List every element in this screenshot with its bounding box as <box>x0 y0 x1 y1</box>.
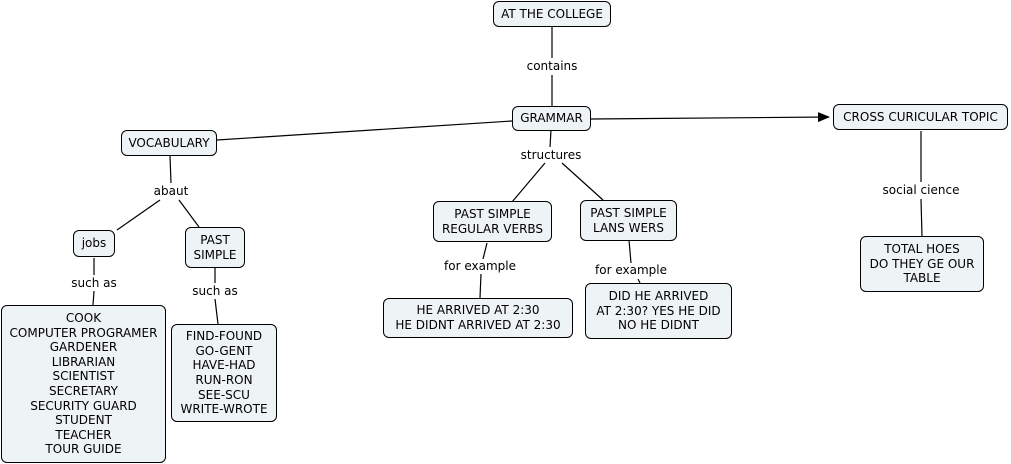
label-abaut: abaut <box>151 184 191 198</box>
list-item: FIND-FOUND <box>185 329 263 344</box>
node-text: TABLE <box>903 271 941 286</box>
link-structures-lans <box>561 162 604 201</box>
list-item: GO-GENT <box>195 343 253 358</box>
label-such-as-verbs: such as <box>190 284 240 298</box>
node-text: GRAMMAR <box>520 111 583 126</box>
node-text: LANS WERS <box>593 220 664 235</box>
list-item: SEE-SCU <box>198 387 250 402</box>
list-item: STUDENT <box>55 413 112 428</box>
link-socialcience-totalhoes <box>920 198 923 237</box>
link-grammar-structures <box>549 129 552 148</box>
node-text: VOCABULARY <box>128 135 210 150</box>
node-verbs-list[interactable]: FIND-FOUND GO-GENT HAVE-HAD RUN-RON SEE-… <box>171 324 277 422</box>
node-text: AT THE COLLEGE <box>501 6 603 21</box>
node-did-he-arrived[interactable]: DID HE ARRIVED AT 2:30? YES HE DID NO HE… <box>585 283 732 339</box>
node-text: PAST SIMPLE <box>454 206 531 221</box>
list-item: LIBRARIAN <box>51 354 116 369</box>
node-jobs[interactable]: jobs <box>73 230 115 257</box>
list-item: SCIENTIST <box>52 369 115 384</box>
label-such-as-jobs: such as <box>69 276 119 290</box>
link-grammar-cross-curicular <box>590 112 830 123</box>
list-item: GARDENER <box>49 340 118 355</box>
list-item: COOK <box>65 311 102 326</box>
node-grammar[interactable]: GRAMMAR <box>512 106 591 131</box>
link-suchas-verbslist <box>214 298 219 325</box>
node-text: AT 2:30? YES HE DID <box>596 303 721 318</box>
node-past-simple[interactable]: PAST SIMPLE <box>185 227 245 268</box>
node-text: NO HE DIDNT <box>618 318 699 333</box>
link-grammar-vocabulary <box>216 120 513 141</box>
link-forexample-hearrived <box>479 273 482 299</box>
node-text: REGULAR VERBS <box>441 221 544 236</box>
link-abaut-pastsimple <box>178 199 200 228</box>
link-suchas-jobslist <box>92 290 95 306</box>
node-text: jobs <box>81 236 107 251</box>
list-item: SECRETARY <box>48 384 118 398</box>
link-vocabulary-abaut <box>169 155 172 184</box>
label-contains: contains <box>524 59 580 73</box>
node-text: DO THEY GE OUR <box>869 256 975 271</box>
node-text: TOTAL HOES <box>884 242 960 257</box>
list-item: COMPUTER PROGRAMER <box>9 325 158 340</box>
list-item: TOUR GUIDE <box>45 442 122 457</box>
label-for-example-regular: for example <box>442 259 518 273</box>
link-forexample-didhe <box>637 278 641 284</box>
node-total-hoes[interactable]: TOTAL HOES DO THEY GE OUR TABLE <box>860 236 984 292</box>
node-past-simple-lans-wers[interactable]: PAST SIMPLE LANS WERS <box>580 200 677 241</box>
list-item: SECURITY GUARD <box>30 398 137 413</box>
node-vocabulary[interactable]: VOCABULARY <box>121 130 217 156</box>
label-social-cience: social cience <box>880 183 962 197</box>
link-lans-forexample <box>628 239 632 264</box>
node-text: HE DIDNT ARRIVED AT 2:30 <box>395 318 561 332</box>
node-text: CROSS CURICULAR TOPIC <box>843 109 998 124</box>
node-at-the-college[interactable]: AT THE COLLEGE <box>493 1 611 27</box>
list-item: RUN-RON <box>195 373 253 387</box>
node-text: DID HE ARRIVED <box>608 289 709 304</box>
node-past-simple-regular-verbs[interactable]: PAST SIMPLE REGULAR VERBS <box>433 201 552 242</box>
node-text: PAST <box>200 232 230 247</box>
node-he-arrived[interactable]: HE ARRIVED AT 2:30 HE DIDNT ARRIVED AT 2… <box>383 298 573 338</box>
label-structures: structures <box>518 148 584 162</box>
list-item: WRITE-WROTE <box>180 402 268 417</box>
node-text: PAST SIMPLE <box>590 205 667 220</box>
link-regular-forexample <box>482 242 488 260</box>
label-for-example-lans: for example <box>593 263 669 277</box>
link-abaut-jobs <box>116 199 161 231</box>
list-item: TEACHER <box>55 427 112 442</box>
node-text: SIMPLE <box>193 247 237 262</box>
link-structures-regular <box>511 162 546 203</box>
list-item: HAVE-HAD <box>192 358 256 373</box>
node-jobs-list[interactable]: COOK COMPUTER PROGRAMER GARDENER LIBRARI… <box>1 305 166 463</box>
node-cross-curicular-topic[interactable]: CROSS CURICULAR TOPIC <box>833 104 1008 130</box>
node-text: HE ARRIVED AT 2:30 <box>416 303 540 318</box>
